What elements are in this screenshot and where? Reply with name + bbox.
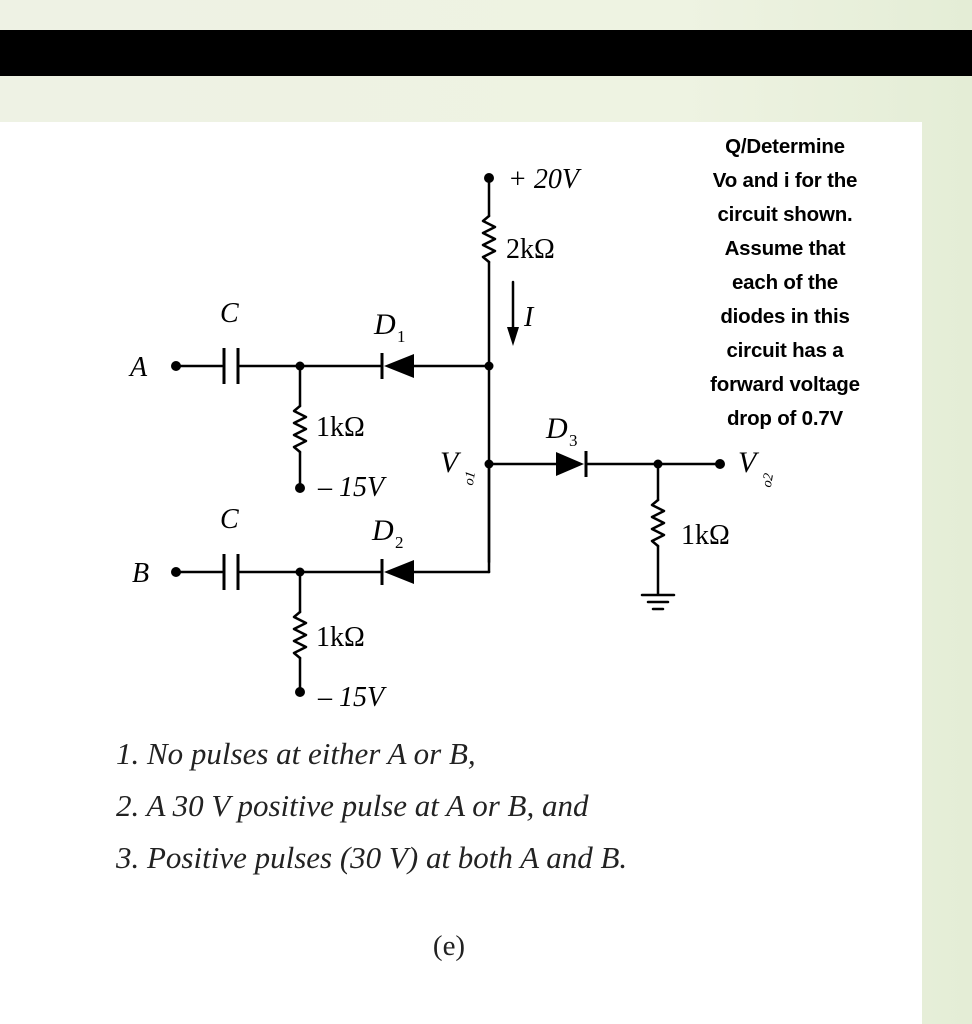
terminal-rb [295, 687, 305, 697]
question-line: diodes in this [720, 305, 850, 328]
question-line: Assume that [724, 237, 846, 260]
question-line: circuit has a [726, 339, 844, 362]
label-r-out: 1kΩ [681, 520, 730, 551]
label-r-b: 1kΩ [316, 622, 365, 653]
resistor-2k [481, 214, 497, 264]
node-vo2 [653, 459, 663, 469]
node-b [295, 567, 305, 577]
diode-d1 [380, 353, 414, 379]
circuit-diagram: + 20V 2kΩ I C C A B D 1 D 2 D 3 1kΩ – 15… [128, 164, 777, 713]
question-text: Q/Determine Vo and i for the circuit sho… [672, 130, 898, 436]
question-line: forward voltage [710, 373, 860, 396]
label-supply: + 20V [508, 164, 582, 195]
node-a [295, 361, 305, 371]
diode-d2 [380, 559, 414, 585]
label-d2-sub: 2 [395, 533, 404, 552]
capacitor-b [222, 554, 240, 590]
label-d1: D [373, 308, 396, 341]
label-d2: D [371, 514, 394, 547]
label-input-a: A [128, 352, 148, 383]
capacitor-a [222, 348, 240, 384]
resistor-out [650, 498, 666, 548]
node-vo1 [484, 459, 494, 469]
terminal-a [171, 361, 181, 371]
question-line: each of the [731, 271, 838, 294]
resistor-a [292, 404, 308, 454]
content-card: + 20V 2kΩ I C C A B D 1 D 2 D 3 1kΩ – 15… [0, 122, 922, 1024]
figure-label: (e) [432, 930, 466, 962]
case-item: 2. A 30 V positive pulse at A or B, and [116, 788, 589, 823]
label-r-top: 2kΩ [506, 234, 555, 265]
label-vo1: V [440, 446, 462, 479]
case-item: 1. No pulses at either A or B, [116, 736, 476, 771]
label-d1-sub: 1 [397, 327, 406, 346]
label-vo2-sub: o2 [760, 472, 777, 488]
resistor-b [292, 610, 308, 660]
question-line: Q/Determine [725, 135, 845, 158]
question-line: Vo and i for the [712, 169, 858, 192]
label-current: I [523, 302, 535, 333]
label-vo1-sub: o1 [462, 470, 479, 486]
label-v-a: – 15V [317, 472, 387, 503]
diode-d3 [556, 451, 588, 477]
label-cap-b: C [220, 504, 239, 535]
label-d3: D [545, 412, 568, 445]
label-v-b: – 15V [317, 682, 387, 713]
question-line: drop of 0.7V [726, 407, 844, 430]
current-arrow-head [507, 327, 519, 346]
label-input-b: B [132, 558, 149, 589]
terminal-supply [484, 173, 494, 183]
label-vo2: V [738, 446, 760, 479]
terminal-vo2 [715, 459, 725, 469]
terminal-ra [295, 483, 305, 493]
terminal-b [171, 567, 181, 577]
question-line: circuit shown. [717, 203, 853, 226]
top-black-bar [0, 30, 972, 76]
label-cap-a: C [220, 298, 239, 329]
case-list: 1. No pulses at either A or B, 2. A 30 V… [116, 728, 836, 884]
label-d3-sub: 3 [569, 431, 578, 450]
case-item: 3. Positive pulses (30 V) at both A and … [116, 840, 628, 875]
label-r-a: 1kΩ [316, 412, 365, 443]
node-top [484, 361, 494, 371]
